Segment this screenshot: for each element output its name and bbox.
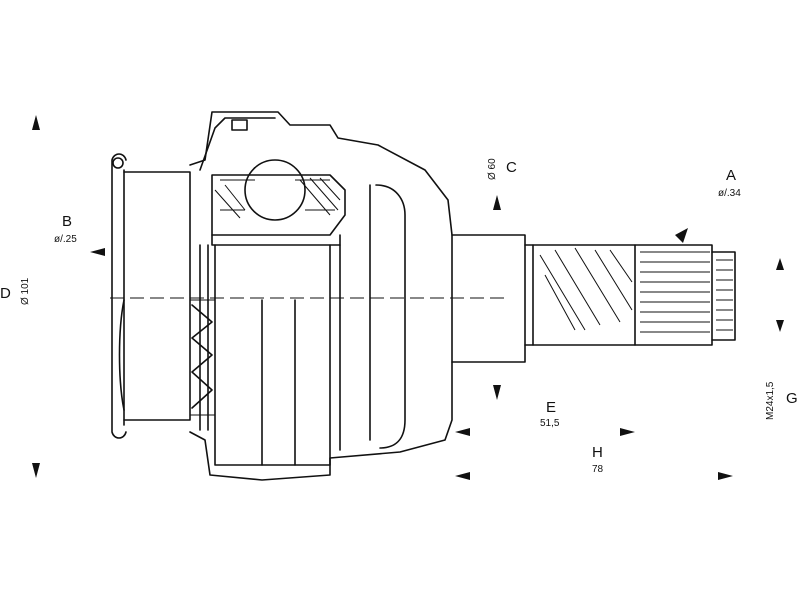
dim-E-value: 51,5 [540, 418, 560, 429]
dim-H-letter: H [592, 444, 603, 461]
inner-race [190, 244, 341, 466]
dim-H-value: 78 [592, 464, 604, 475]
dim-D-letter: D [0, 285, 11, 302]
dim-A-value: ø/.34 [718, 188, 741, 199]
outer-housing [189, 111, 453, 481]
ball-cage [211, 159, 346, 246]
dim-B-letter: B [62, 213, 72, 230]
dim-G-value: M24x1,5 [765, 381, 776, 420]
dim-C-letter: C [506, 159, 517, 176]
dim-A-letter: A [726, 167, 736, 184]
dim-E-letter: E [546, 399, 556, 416]
dim-B-value: ø/.25 [54, 234, 77, 245]
stub-shaft [451, 234, 736, 363]
boot-collar [111, 153, 191, 439]
dim-G-letter: G [786, 390, 798, 407]
dimension-arrows [32, 115, 784, 480]
dim-C-value: Ø 60 [487, 158, 498, 180]
dim-D-value: Ø 101 [20, 277, 31, 305]
